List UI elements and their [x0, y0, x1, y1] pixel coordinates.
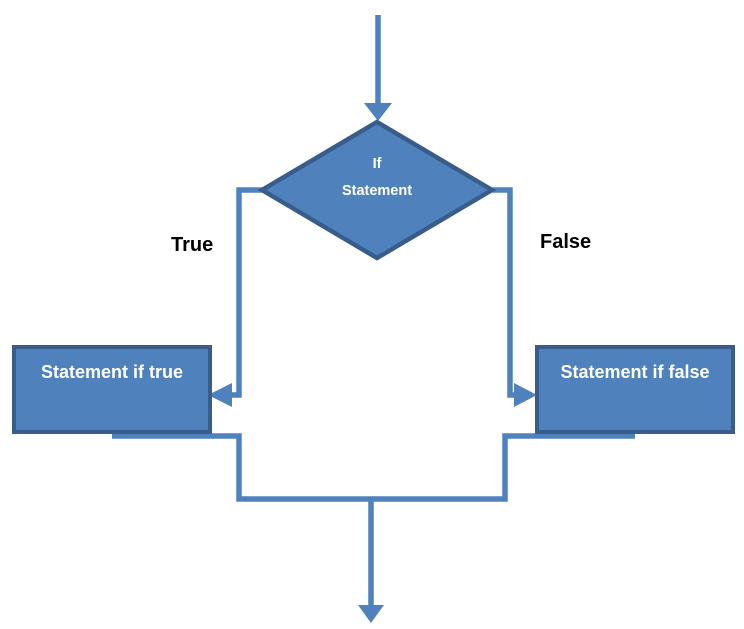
decision-diamond-shape — [257, 119, 497, 261]
true-box-merge-connector — [112, 433, 372, 502]
decision-label-line2: Statement — [341, 183, 413, 199]
decision-label-line1: If — [372, 156, 382, 172]
left-arrowhead-into-true-box-icon — [208, 383, 232, 407]
decision-label: If Statement — [277, 151, 477, 205]
false-box-shape — [535, 345, 735, 434]
true-branch-label: True — [171, 234, 214, 256]
true-box-label: Statement if true — [40, 362, 184, 382]
true-box-shape — [12, 345, 212, 434]
right-arrowhead-into-false-box-icon — [514, 383, 537, 407]
false-branch-connector — [490, 187, 514, 398]
false-box-merge-connector — [372, 433, 635, 502]
true-branch-connector — [232, 187, 264, 398]
down-arrowhead-into-decision-icon — [364, 103, 392, 121]
down-arrowhead-exit-icon — [358, 605, 384, 623]
false-box-label: Statement if false — [560, 362, 710, 382]
false-branch-label: False — [540, 231, 592, 253]
